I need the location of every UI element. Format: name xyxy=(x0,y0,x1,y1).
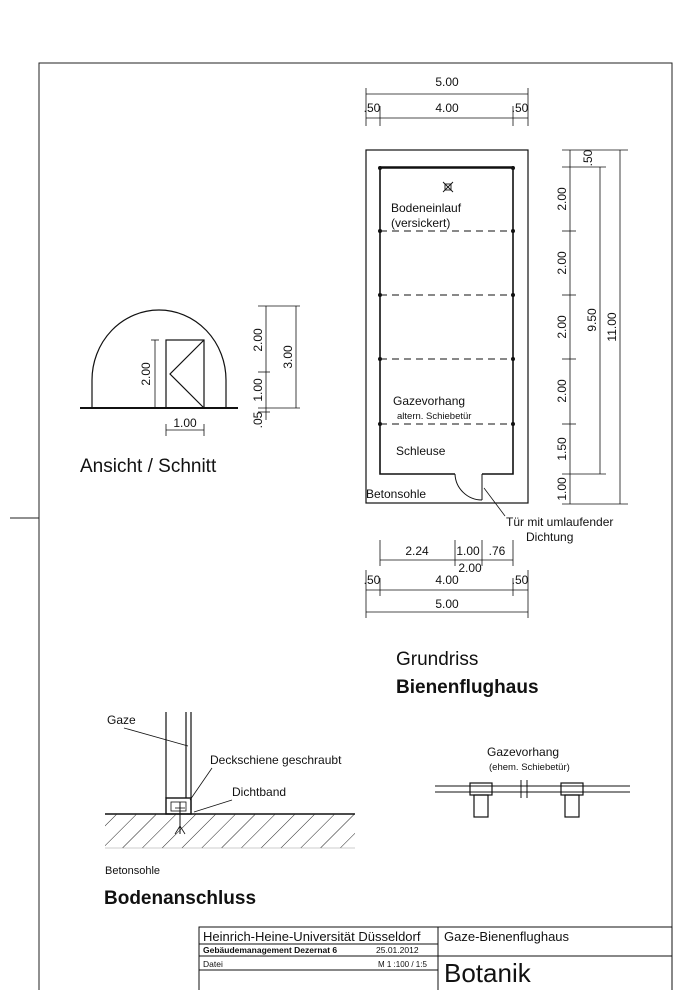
label-plan-slab: Betonsohle xyxy=(366,487,426,501)
sheet-frame xyxy=(38,62,673,990)
view-title: Ansicht / Schnitt xyxy=(80,456,217,477)
dim-side-airlock: 1.50 xyxy=(555,437,569,461)
title-block xyxy=(198,926,673,990)
plan-title: Grundriss xyxy=(396,649,478,670)
dim-side-bay-2: 2.00 xyxy=(555,251,569,275)
tb-file-label: Datei xyxy=(203,959,223,969)
label-drain-note: (versickert) xyxy=(391,216,450,230)
tb-institution: Heinrich-Heine-Universität Düsseldorf xyxy=(203,929,421,944)
plan-slab xyxy=(365,149,529,504)
dim-door-height: 2.00 xyxy=(139,362,153,386)
plan-subtitle: Bienenflughaus xyxy=(396,677,539,698)
door-swing-mark xyxy=(169,339,205,409)
tb-subject: Botanik xyxy=(444,958,532,988)
label-door-seal: Dichtung xyxy=(526,530,573,544)
dim-plan-top-total: 5.00 xyxy=(435,75,459,89)
dim-plan-top-right: .50 xyxy=(512,101,529,115)
tb-date: 25.01.2012 xyxy=(376,945,419,955)
plan-inner-walls xyxy=(379,166,514,475)
dim-side-bay-1: 2.00 xyxy=(555,187,569,211)
dim-side-bottom: 1.00 xyxy=(555,477,569,501)
dim-bottom-sub: 2.00 xyxy=(458,561,482,575)
elevation-view xyxy=(80,305,300,436)
tb-department: Gebäudemanagement Dezernat 6 xyxy=(203,945,337,955)
floor-plan xyxy=(365,88,628,618)
dim-side-top: .50 xyxy=(581,149,595,166)
label-drain: Bodeneinlauf xyxy=(391,201,462,215)
tb-scale: M 1 :100 / 1:5 xyxy=(378,960,427,969)
dim-plan-top-left: .50 xyxy=(364,101,381,115)
label-curtain-detail-note: (ehem. Schiebetür) xyxy=(489,762,570,773)
dim-bottom-left: .50 xyxy=(364,573,381,587)
dim-bottom-c: .76 xyxy=(489,544,506,558)
dim-side-bay-4: 2.00 xyxy=(555,379,569,403)
slab-hatch xyxy=(105,814,355,848)
tb-project: Gaze-Bienenflughaus xyxy=(444,929,570,944)
dim-view-base: .05 xyxy=(251,411,265,428)
dim-bottom-total: 5.00 xyxy=(435,597,459,611)
dim-side-inner: 9.50 xyxy=(585,308,599,332)
dim-plan-top-mid: 4.00 xyxy=(435,101,459,115)
label-curtain-detail: Gazevorhang xyxy=(487,745,559,759)
label-curtain: Gazevorhang xyxy=(393,394,465,408)
drain-icon xyxy=(442,181,454,193)
door-swing-arc xyxy=(454,473,483,501)
dim-view-upper: 2.00 xyxy=(251,328,265,352)
elevation-door xyxy=(165,339,205,409)
door-leader xyxy=(483,487,506,517)
dim-bottom-b: 1.00 xyxy=(456,544,480,558)
dim-view-total: 3.00 xyxy=(281,345,295,369)
dim-side-bay-3: 2.00 xyxy=(555,315,569,339)
curtain-detail xyxy=(435,780,630,818)
dim-bottom-mid: 4.00 xyxy=(435,573,459,587)
elevation-arch xyxy=(91,309,227,408)
label-detail-slab: Betonsohle xyxy=(105,865,160,877)
dim-bottom-a: 2.24 xyxy=(405,544,429,558)
dim-door-width: 1.00 xyxy=(173,416,197,430)
dim-view-lower: 1.00 xyxy=(251,378,265,402)
floor-connection-detail xyxy=(105,712,355,849)
label-sealing-tape: Dichtband xyxy=(232,785,286,799)
dim-side-total: 11.00 xyxy=(605,312,619,341)
label-cover-rail: Deckschiene geschraubt xyxy=(210,753,342,767)
label-curtain-alt: altern. Schiebetür xyxy=(397,411,471,422)
label-airlock: Schleuse xyxy=(396,444,446,458)
label-door: Tür mit umlaufender xyxy=(506,515,613,529)
detail-title: Bodenanschluss xyxy=(104,888,256,909)
label-gauze: Gaze xyxy=(107,713,136,727)
dim-bottom-right: .50 xyxy=(512,573,529,587)
